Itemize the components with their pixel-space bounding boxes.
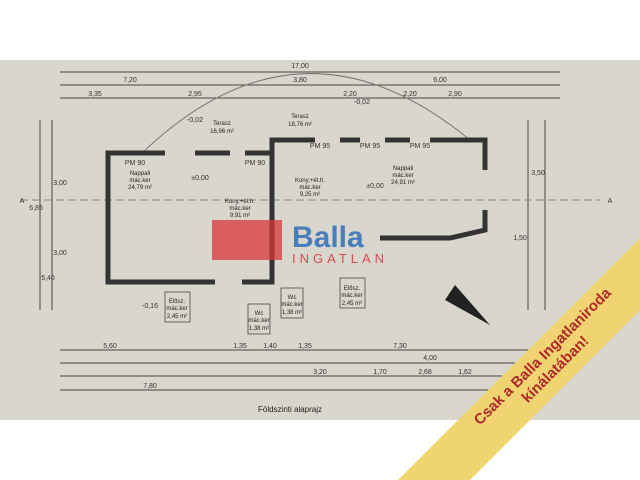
total-width: 17,00 — [291, 63, 309, 70]
dim: 1,50 — [513, 235, 527, 242]
svg-text:9,25 m²: 9,25 m² — [300, 192, 320, 198]
room-eloszoba-1: Elősz.mác.ker 2,45 m² — [164, 291, 191, 323]
dim: 6,00 — [433, 77, 447, 84]
section-mark: A — [608, 198, 613, 205]
svg-text:mác.ker: mác.ker — [248, 318, 269, 324]
svg-text:1,38 m²: 1,38 m² — [282, 310, 302, 316]
dim: 6,85 — [29, 205, 43, 212]
svg-text:mác.ker: mác.ker — [281, 302, 302, 308]
svg-text:Nappali: Nappali — [130, 171, 150, 177]
dim: 3,20 — [313, 369, 327, 376]
level: ±0,00 — [191, 175, 209, 182]
room-terasz-2: Terasz 18,76 m² — [288, 114, 312, 128]
watermark-sub: INGATLAN — [292, 251, 388, 265]
dim: 2,68 — [418, 369, 432, 376]
dim: 7,20 — [123, 77, 137, 84]
dim: 2,95 — [188, 91, 202, 98]
watermark-brand: Balla — [292, 221, 364, 254]
svg-text:16,96 m²: 16,96 m² — [210, 129, 234, 135]
dim: 4,00 — [423, 355, 437, 362]
window-label: PM 95 — [310, 143, 330, 150]
level: -0,02 — [187, 117, 203, 124]
window-label: PM 90 — [125, 160, 145, 167]
floor-plan-photo: 17,00 7,20 3,80 6,00 3,35 2,95 2,20 2,20… — [0, 60, 640, 420]
svg-text:mác.ker: mác.ker — [166, 306, 187, 312]
svg-text:mác.ker: mác.ker — [392, 173, 413, 179]
svg-text:Terasz: Terasz — [291, 114, 309, 120]
svg-text:Kony.+ét.h.: Kony.+ét.h. — [295, 178, 325, 184]
window-label: PM 95 — [360, 143, 380, 150]
svg-text:Wc: Wc — [288, 295, 297, 301]
dim: 1,70 — [373, 369, 387, 376]
svg-text:mác.ker: mác.ker — [229, 206, 250, 212]
svg-text:Elősz.: Elősz. — [344, 286, 361, 292]
window-label: PM 95 — [410, 143, 430, 150]
svg-text:2,45 m²: 2,45 m² — [342, 301, 362, 307]
level: ±0,00 — [366, 183, 384, 190]
dim: 7,30 — [393, 343, 407, 350]
section-mark: A — [20, 198, 25, 205]
dim: 3,50 — [531, 170, 545, 177]
svg-text:Kony.+ét.h.: Kony.+ét.h. — [225, 199, 255, 205]
svg-text:Wc: Wc — [255, 311, 264, 317]
svg-text:24,91 m²: 24,91 m² — [391, 180, 415, 186]
svg-text:9,91 m²: 9,91 m² — [230, 213, 250, 219]
room-eloszoba-2: Elősz.mác.ker 2,45 m² — [339, 277, 366, 309]
north-arrow-icon — [445, 285, 490, 325]
dim: 3,35 — [88, 91, 102, 98]
svg-text:1,38 m²: 1,38 m² — [249, 326, 269, 332]
dim: 1,35 — [298, 343, 312, 350]
dim: 2,90 — [448, 91, 462, 98]
level: -0,02 — [354, 99, 370, 106]
svg-text:mác.ker: mác.ker — [341, 293, 362, 299]
window-label: PM 90 — [245, 160, 265, 167]
dim: 3,80 — [293, 77, 307, 84]
dim: 5,60 — [103, 343, 117, 350]
dim: 7,80 — [143, 383, 157, 390]
dim: 3,00 — [53, 250, 67, 257]
dim: 1,40 — [263, 343, 277, 350]
svg-text:18,76 m²: 18,76 m² — [288, 122, 312, 128]
dim: 5,40 — [41, 275, 55, 282]
watermark-logo: Balla INGATLAN — [212, 215, 432, 266]
svg-text:Elősz.: Elősz. — [169, 299, 186, 305]
svg-text:Nappali: Nappali — [393, 166, 413, 172]
plan-caption: Földszinti alaprajz — [258, 405, 322, 414]
svg-text:mác.ker: mác.ker — [299, 185, 320, 191]
svg-text:mác.ker: mác.ker — [129, 178, 150, 184]
dim: 2,20 — [403, 91, 417, 98]
dim: 1,35 — [233, 343, 247, 350]
dim: 3,00 — [53, 180, 67, 187]
room-terasz-1: Terasz 16,96 m² — [210, 121, 234, 135]
dim: 1,62 — [458, 369, 472, 376]
level: -0,16 — [142, 303, 158, 310]
svg-text:24,79 m²: 24,79 m² — [128, 185, 152, 191]
svg-text:2,45 m²: 2,45 m² — [167, 314, 187, 320]
svg-text:Terasz: Terasz — [213, 121, 231, 127]
dim: 2,20 — [343, 91, 357, 98]
